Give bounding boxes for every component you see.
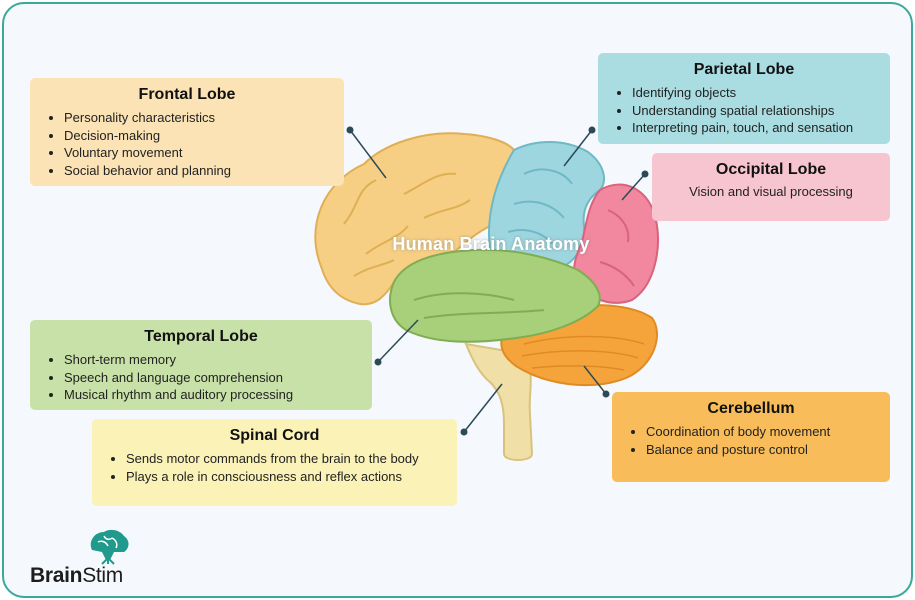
spinal-cord-box: Spinal Cord Sends motor commands from th… — [92, 419, 457, 506]
cerebellum-title: Cerebellum — [707, 400, 795, 417]
cerebellum-box: Cerebellum Coordination of body movement… — [612, 392, 890, 482]
brainstem-shape — [464, 342, 534, 461]
temporal-lobe-box: Temporal Lobe Short-term memory Speech a… — [30, 320, 372, 410]
spinal-cord-list: Sends motor commands from the brain to t… — [106, 450, 443, 485]
temporal-lobe-title: Temporal Lobe — [144, 328, 258, 345]
logo-wordmark: BrainStim — [30, 564, 123, 588]
list-item: Musical rhythm and auditory processing — [64, 386, 358, 404]
list-item: Interpreting pain, touch, and sensation — [632, 119, 876, 137]
temporal-lobe-list: Short-term memory Speech and language co… — [44, 351, 358, 404]
parietal-lobe-list: Identifying objects Understanding spatia… — [612, 84, 876, 137]
list-item: Social behavior and planning — [64, 162, 330, 180]
list-item: Balance and posture control — [646, 441, 876, 459]
occipital-lobe-title: Occipital Lobe — [715, 161, 827, 178]
cerebellum-list: Coordination of body movement Balance an… — [626, 423, 876, 458]
list-item: Short-term memory — [64, 351, 358, 369]
list-item: Coordination of body movement — [646, 423, 876, 441]
list-item: Decision-making — [64, 127, 330, 145]
brain-illustration — [314, 126, 659, 461]
list-item: Understanding spatial relationships — [632, 102, 876, 120]
spinal-cord-title: Spinal Cord — [229, 427, 320, 444]
frontal-lobe-list: Personality characteristics Decision-mak… — [44, 109, 330, 179]
list-item: Personality characteristics — [64, 109, 330, 127]
logo-brand: Brain — [30, 564, 83, 587]
list-item: Voluntary movement — [64, 144, 330, 162]
logo-brand-suffix: Stim — [82, 564, 123, 587]
list-item: Sends motor commands from the brain to t… — [126, 450, 443, 468]
occipital-lobe-description: Vision and visual processing — [689, 184, 853, 199]
parietal-lobe-box: Parietal Lobe Identifying objects Unders… — [598, 53, 890, 144]
list-item: Plays a role in consciousness and reflex… — [126, 468, 443, 486]
occipital-lobe-box: Occipital Lobe Vision and visual process… — [652, 153, 890, 221]
occipital-lobe-shape — [573, 183, 659, 304]
list-item: Speech and language comprehension — [64, 369, 358, 387]
frontal-lobe-title: Frontal Lobe — [138, 86, 236, 103]
list-item: Identifying objects — [632, 84, 876, 102]
frontal-lobe-box: Frontal Lobe Personality characteristics… — [30, 78, 344, 186]
brain-tree-icon — [90, 529, 129, 565]
diagram-title: Human Brain Anatomy — [392, 234, 590, 254]
parietal-lobe-title: Parietal Lobe — [693, 61, 795, 78]
